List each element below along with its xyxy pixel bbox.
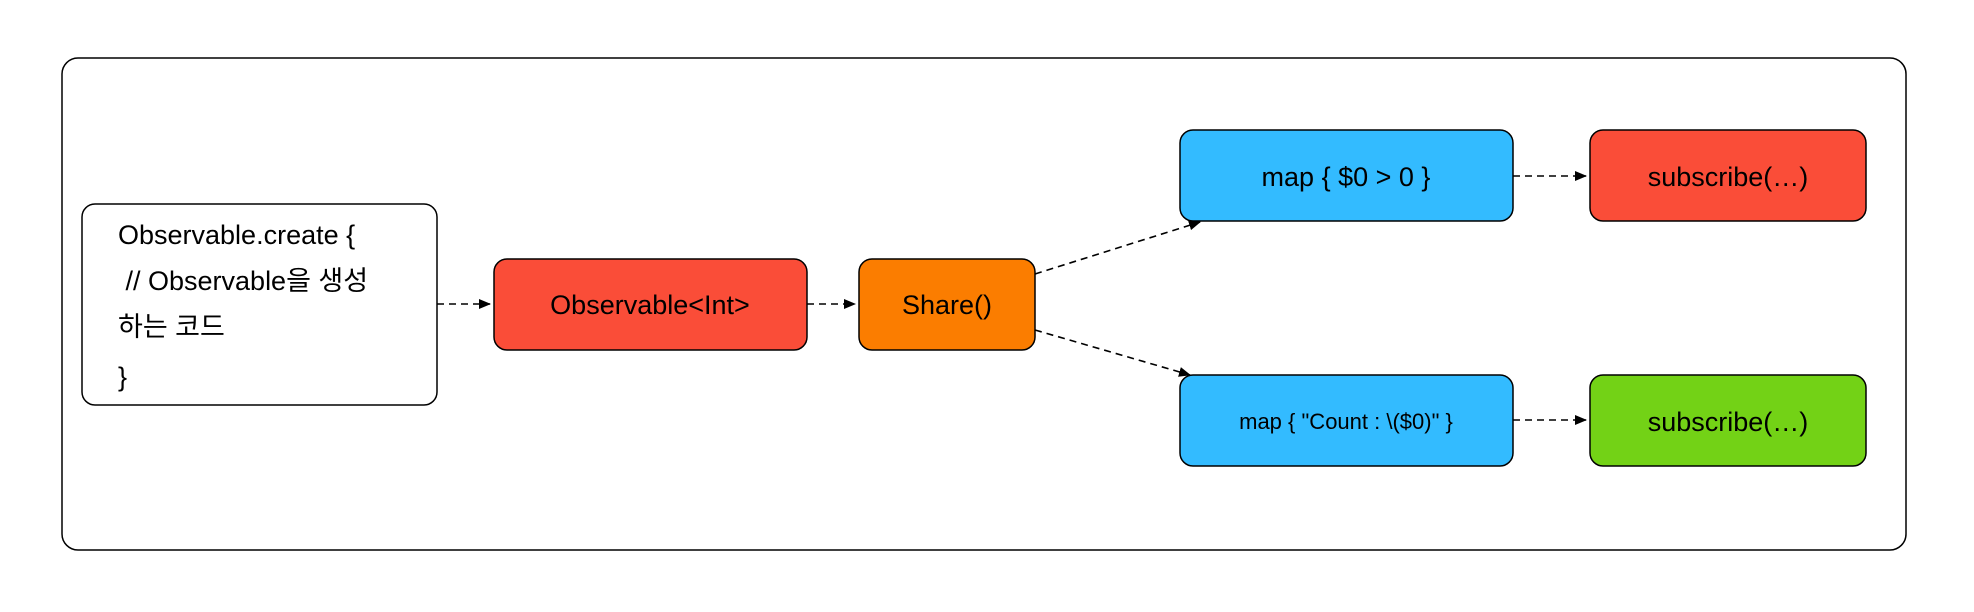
node-observable-create-line-3: 하는 코드 (118, 312, 225, 342)
node-map-bottom: map { "Count : \($0)" } (1179, 374, 1514, 467)
node-subscribe-bottom-box (1589, 374, 1867, 467)
node-observable-create-line-2: // Observable을 생성 (118, 266, 368, 296)
node-observable-int-label: Observable<Int> (550, 290, 750, 320)
edge-share-to-map-bottom (1034, 329, 1191, 377)
node-subscribe-bottom-label: subscribe(…) (1648, 407, 1809, 437)
node-map-top: map { $0 > 0 } (1179, 129, 1514, 222)
node-observable-create-box (81, 203, 438, 406)
node-observable-int: Observable<Int> (493, 258, 808, 351)
node-share-label: Share() (902, 290, 992, 320)
node-observable-create: Observable.create { // Observable을 생성 하는… (81, 203, 438, 406)
edge-share-to-map-top (1034, 220, 1201, 275)
node-observable-create-line-4: } (118, 362, 127, 392)
node-subscribe-bottom: subscribe(…) (1589, 374, 1867, 467)
node-subscribe-top: subscribe(…) (1589, 129, 1867, 222)
node-share-box (858, 258, 1036, 351)
node-subscribe-top-label: subscribe(…) (1648, 162, 1809, 192)
node-map-bottom-box (1179, 374, 1514, 467)
node-share: Share() (858, 258, 1036, 351)
node-map-top-label: map { $0 > 0 } (1262, 162, 1431, 192)
node-observable-create-line-1: Observable.create { (118, 220, 355, 250)
node-subscribe-top-box (1589, 129, 1867, 222)
node-map-top-box (1179, 129, 1514, 222)
node-observable-int-box (493, 258, 808, 351)
node-map-bottom-label: map { "Count : \($0)" } (1239, 409, 1453, 434)
